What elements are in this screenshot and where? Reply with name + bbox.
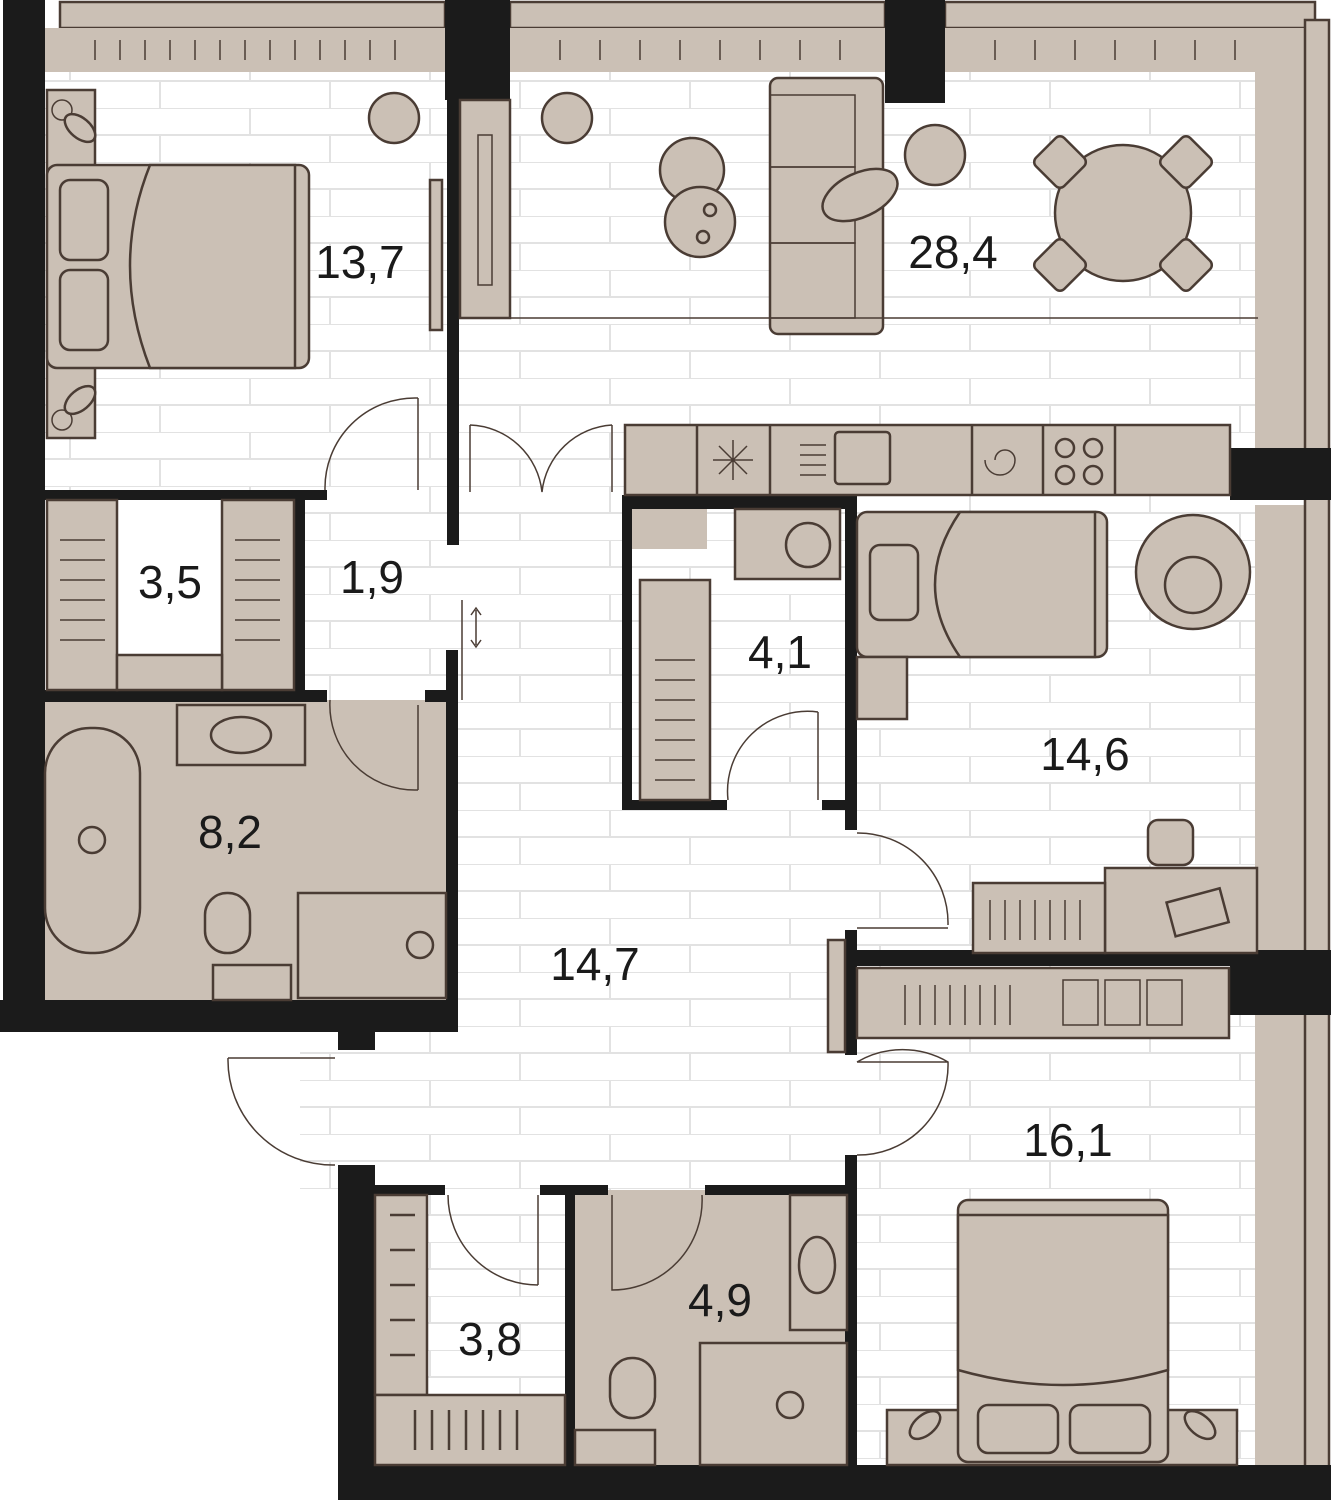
area-label-wardrobe-2: 3,8 [458,1313,522,1365]
snowflake-icon [713,440,753,480]
area-label-hall-main: 14,7 [550,938,640,990]
desk-icon [971,818,1259,955]
washbasin-icon [797,1235,837,1295]
area-labels: 13,7 28,4 3,5 1,9 4,1 14,6 8,2 14,7 16,1… [138,226,1130,1365]
area-label-bedroom-2: 14,6 [1040,728,1130,780]
windows [45,0,1331,1472]
bed-2-icon [855,510,1252,721]
kitchen-counter-icon [623,423,1232,497]
bathtub-icon [43,726,142,955]
area-label-bathroom-2: 4,9 [688,1274,752,1326]
area-label-bathroom-1: 8,2 [198,806,262,858]
area-label-wardrobe-1: 3,5 [138,556,202,608]
armchair-icon [367,91,594,145]
wardrobe-1-shelves [45,498,296,692]
sofa-icon [768,76,967,336]
area-label-bedroom-3: 16,1 [1023,1114,1113,1166]
wardrobe-2-closet [826,938,1231,1054]
area-label-hall-small: 1,9 [340,551,404,603]
shower-icon [698,1341,849,1467]
area-label-living-kitchen: 28,4 [908,226,998,278]
bathroom-1-fixtures [43,703,448,1002]
round-chair-icon [1134,513,1252,631]
toilet-icon [608,1356,657,1420]
hood-icon [984,449,1016,476]
doors [227,397,949,1291]
bed-3-icon [885,1198,1239,1467]
pouf-icon [658,136,737,259]
toilet-icon [203,891,252,955]
bathroom-2-fixtures [573,1193,849,1467]
shower-icon [296,891,448,1000]
washbasin-icon [209,715,273,755]
tv-unit-icon [458,98,512,320]
area-label-bedroom-1: 13,7 [315,236,405,288]
area-label-storage: 4,1 [748,626,812,678]
sink-icon [833,430,892,486]
wardrobe-3-fixtures [373,1193,567,1467]
double-bed-1-icon [45,88,311,440]
washing-machine-icon [784,521,832,569]
storage-fixtures [632,507,842,802]
wardrobe-panel [428,178,444,332]
furniture [43,76,1259,1467]
dining-table-icon [1032,134,1214,293]
